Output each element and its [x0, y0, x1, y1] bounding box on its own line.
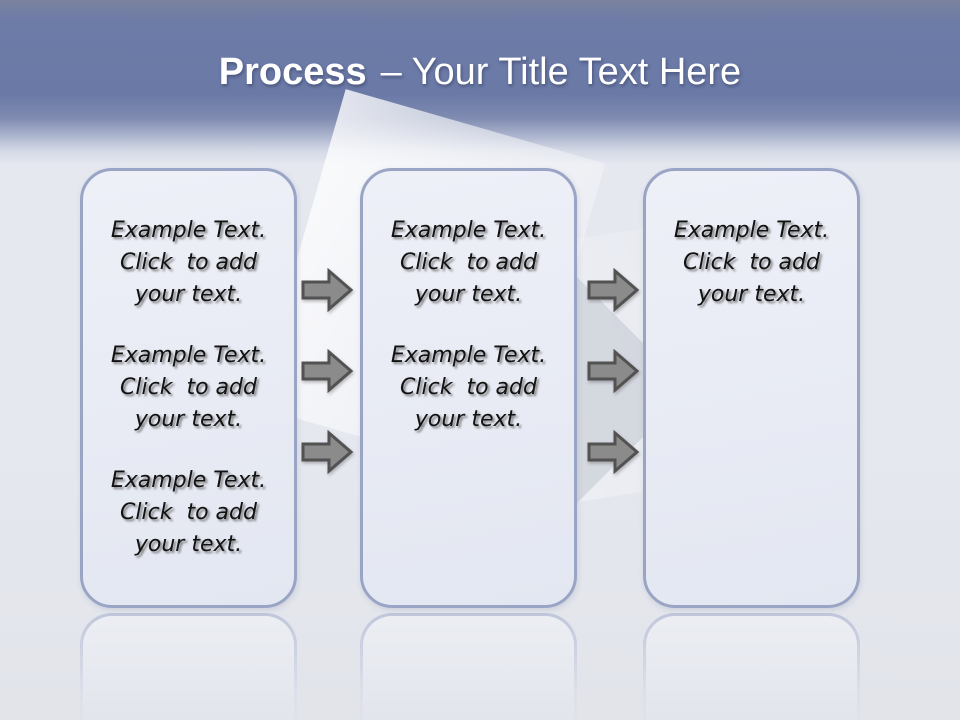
title-subtitle: – Your Title Text Here: [380, 51, 742, 93]
right-block-arrow-icon: [300, 268, 354, 312]
text-placeholder[interactable]: Example Text. Click to add your text.: [390, 218, 547, 307]
text-placeholder[interactable]: Example Text. Click to add your text.: [110, 468, 267, 557]
text-placeholder[interactable]: Example Text. Click to add your text.: [673, 218, 830, 307]
text-placeholder[interactable]: Example Text. Click to add your text.: [110, 343, 267, 432]
text-placeholder[interactable]: Example Text. Click to add your text.: [110, 218, 267, 307]
box-reflection: [360, 613, 577, 720]
process-step-2-box[interactable]: Example Text. Click to add your text. Ex…: [360, 168, 577, 608]
right-block-arrow-icon: [586, 430, 640, 474]
slide-title: Process – Your Title Text Here: [0, 50, 960, 94]
box-reflection: [80, 613, 297, 720]
process-step-3-box[interactable]: Example Text. Click to add your text.: [643, 168, 860, 608]
process-step-1-box[interactable]: Example Text. Click to add your text. Ex…: [80, 168, 297, 608]
box-reflection: [643, 613, 860, 720]
title-topic: Process: [218, 51, 367, 93]
right-block-arrow-icon: [586, 349, 640, 393]
right-block-arrow-icon: [300, 430, 354, 474]
text-placeholder[interactable]: Example Text. Click to add your text.: [390, 343, 547, 432]
right-block-arrow-icon: [300, 349, 354, 393]
right-block-arrow-icon: [586, 268, 640, 312]
